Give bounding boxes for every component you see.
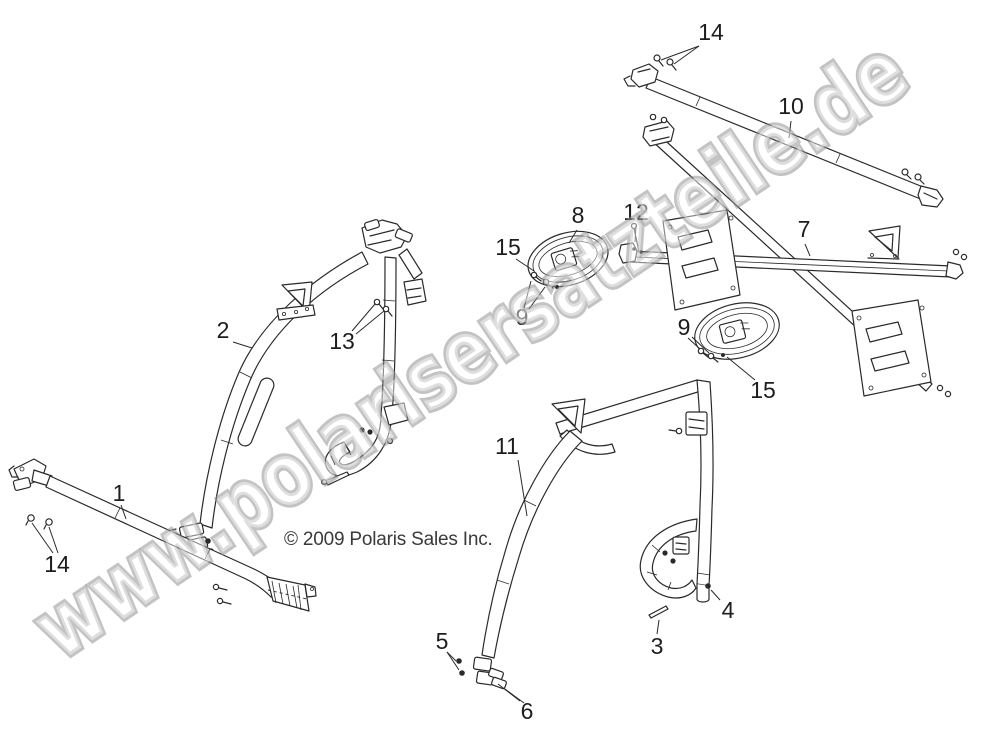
callout-leader-5: [446, 651, 460, 671]
callout-10: 10: [778, 93, 804, 119]
callout-1: 1: [113, 480, 126, 506]
callout-leader-3: [656, 619, 660, 635]
callout-leader-8: [568, 229, 578, 244]
callout-6: 6: [521, 698, 534, 724]
callout-3: 3: [651, 633, 664, 659]
callout-9: 9: [678, 314, 691, 340]
callout-leader-12: [634, 225, 637, 243]
part-2-left-cab-frame: [168, 218, 427, 554]
callout-leader-15: [726, 356, 756, 381]
callout-leader-6: [504, 688, 525, 704]
watermark-text: www.polarisersatzteile.de: [16, 21, 926, 680]
callout-leader-14: [48, 526, 59, 554]
callout-15: 15: [750, 377, 776, 403]
callout-leader-9: [691, 336, 710, 354]
callout-leader-9: [528, 286, 546, 310]
callout-leader-9: [687, 337, 701, 350]
part-11-right-cab-frame: [456, 379, 714, 690]
callout-7: 7: [798, 216, 811, 242]
callout-leader-4: [710, 589, 721, 601]
callout-leader-2: [232, 341, 253, 349]
part-8-pad-right: [694, 302, 780, 363]
callout-2: 2: [217, 317, 230, 343]
part-10-top-cross-tube: [623, 54, 944, 208]
part-1-front-bar: [8, 458, 317, 612]
callout-5: 5: [436, 628, 449, 654]
callout-leader-10: [788, 120, 792, 139]
callout-leader-14: [660, 45, 700, 61]
callout-leader-14: [673, 45, 700, 65]
callout-leader-15: [515, 258, 535, 272]
callout-12: 12: [623, 199, 649, 225]
callout-4: 4: [722, 597, 735, 623]
callout-9: 9: [516, 304, 529, 330]
callout-15: 15: [495, 234, 521, 260]
callout-leader-1: [120, 504, 127, 520]
part-7-rear-cage: [618, 113, 968, 398]
callout-14: 14: [698, 19, 724, 45]
callout-leader-13: [351, 303, 376, 332]
part-8-pad-left: [527, 230, 609, 289]
callout-13: 13: [329, 328, 355, 354]
callout-leader-14: [31, 522, 54, 554]
callout-leader-13: [355, 310, 385, 335]
callout-leader-7: [804, 243, 811, 257]
callout-14: 14: [44, 551, 70, 577]
callout-leader-11: [517, 459, 528, 517]
callout-11: 11: [495, 433, 519, 459]
callout-leader-9: [523, 280, 532, 309]
callout-8: 8: [572, 202, 585, 228]
copyright-text: © 2009 Polaris Sales Inc.: [284, 529, 493, 550]
